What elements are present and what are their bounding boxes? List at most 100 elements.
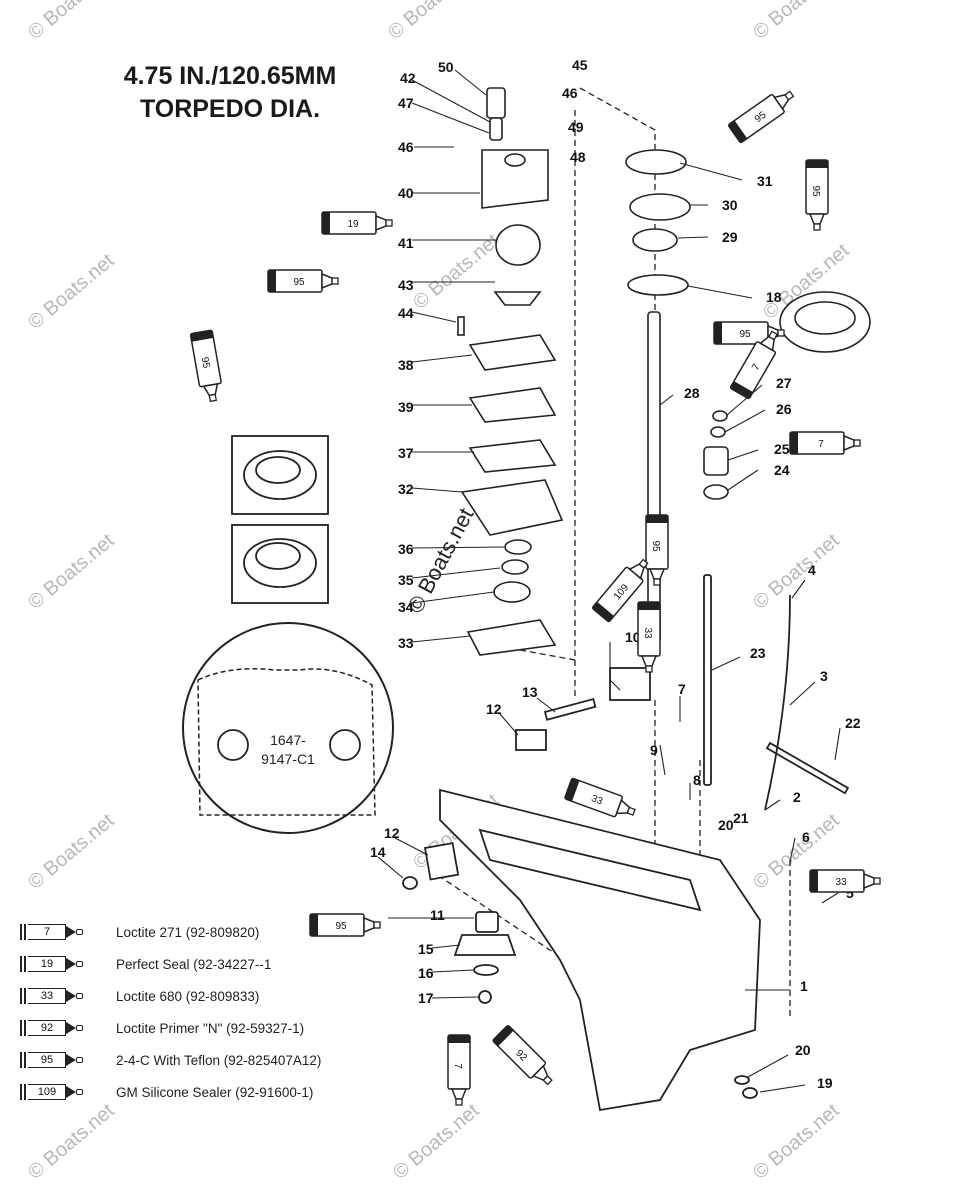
callout-number: 38	[398, 357, 414, 373]
callout-number: 9	[650, 742, 658, 758]
legend-row: 109 GM Silicone Sealer (92-91600-1)	[20, 1076, 460, 1108]
callout-number: 16	[418, 965, 434, 981]
part-25-fitting	[703, 446, 729, 476]
part-16-washer	[473, 964, 499, 976]
sealant-tube-icon: 95	[20, 1051, 84, 1069]
legend-code: 19	[40, 958, 54, 970]
callout-number: 31	[757, 173, 773, 189]
callout-number: 29	[722, 229, 738, 245]
watermark: © Boats.net	[409, 229, 504, 313]
sealant-tube-icon: 109	[20, 1083, 84, 1101]
callout-number: 17	[418, 990, 434, 1006]
part-24-oring	[703, 484, 729, 500]
title-line-2: TORPEDO DIA.	[139, 95, 321, 123]
sealant-tube-icon: 95	[645, 514, 669, 586]
part-1-housing	[439, 788, 761, 1112]
gear-housing	[402, 574, 850, 1112]
part-38-gasket	[468, 334, 557, 371]
sealant-tube-code: 95	[739, 329, 751, 340]
legend-text: 2-4-C With Teflon (92-825407A12)	[116, 1052, 322, 1068]
callout-number: 40	[398, 185, 414, 201]
watermark: © Boats.net	[749, 1099, 844, 1183]
callout-number: 6	[802, 829, 810, 845]
callout-number: 47	[398, 95, 414, 111]
sealant-tube-icon: 33	[809, 869, 881, 893]
sealant-tube-icon: 19	[321, 211, 393, 235]
part-29-bearing	[632, 228, 678, 252]
page-title: 4.75 IN./120.65MM TORPEDO DIA.	[70, 60, 390, 126]
legend-code: 95	[40, 1054, 54, 1066]
callout-number: 21	[733, 810, 749, 826]
watermark: © Boats.net	[24, 249, 119, 333]
part-33-gasket	[466, 619, 557, 656]
legend-row: 92 Loctite Primer "N" (92-59327-1)	[20, 1012, 460, 1044]
callout-number: 14	[370, 844, 386, 860]
watermark: © Boats.net	[749, 0, 844, 44]
callout-number: 42	[400, 70, 416, 86]
callout-number: 46	[562, 85, 578, 101]
sealant-tube-icon: 7	[20, 923, 84, 941]
callout-number: 25	[774, 441, 790, 457]
watermark: © Boats.net	[389, 1099, 484, 1183]
leader-lines	[377, 69, 841, 1093]
part-11-bearing	[475, 911, 499, 933]
part-20-washer	[734, 1075, 750, 1085]
legend-code: 109	[37, 1086, 57, 1098]
callout-number: 23	[750, 645, 766, 661]
sealant-tube-code: 33	[835, 877, 847, 888]
callout-number: 12	[486, 701, 502, 717]
callout-number: 33	[398, 635, 414, 651]
sealant-tube-code: 95	[810, 185, 821, 197]
inset-detail: 1647- 9147-C1	[182, 622, 394, 834]
sealant-tube-icon: 95	[309, 913, 381, 937]
sealant-tube-code: 7	[452, 1063, 463, 1069]
sealant-tube-icon: 7	[729, 330, 779, 400]
callout-number: 24	[774, 462, 790, 478]
callout-number: 8	[693, 772, 701, 788]
sealant-tube-code: 33	[642, 627, 653, 639]
part-39-face-plate	[468, 387, 557, 423]
callout-number: 13	[522, 684, 538, 700]
legend-text: Loctite 271 (92-809820)	[116, 924, 260, 940]
sealant-tube-code: 95	[335, 921, 347, 932]
callout-number: 39	[398, 399, 414, 415]
part-32-base	[460, 479, 564, 536]
callout-number: 4	[808, 562, 816, 578]
watermark: © Boats.net	[749, 529, 844, 613]
part-13-bolt	[543, 697, 597, 721]
sealant-tube-icon: 92	[20, 1019, 84, 1037]
watermark: © Boats.net	[24, 0, 119, 44]
part-26-washer	[710, 426, 726, 438]
sealant-tube-icon: 33	[20, 987, 84, 1005]
sealant-tube-code: 95	[650, 540, 661, 552]
part-31-seal	[625, 149, 687, 175]
sealant-tube-icon: 95	[805, 159, 829, 231]
part-3-cable	[764, 594, 791, 811]
callout-number: 12	[384, 825, 400, 841]
part-43-impeller	[493, 291, 542, 306]
part-27-nut	[712, 410, 728, 422]
callout-number: 27	[776, 375, 792, 391]
legend-row: 95 2-4-C With Teflon (92-825407A12)	[20, 1044, 460, 1076]
part-36-seal	[504, 539, 532, 555]
callout-number: 5	[846, 885, 854, 901]
callout-number: 26	[776, 401, 792, 417]
sealant-tube-icon: 95	[713, 321, 785, 345]
water-pump-parts	[457, 87, 564, 656]
callout-number: 36	[398, 541, 414, 557]
callout-number: 37	[398, 445, 414, 461]
part-18-shim	[627, 274, 689, 296]
part-22-stud	[765, 741, 850, 795]
callout-number: 30	[722, 197, 738, 213]
watermark: © Boats.net	[24, 809, 119, 893]
part-44-key	[457, 316, 465, 336]
part-19-screw	[742, 1087, 758, 1099]
legend-code: 92	[40, 1022, 54, 1034]
part-17-nut	[478, 990, 492, 1004]
watermark: © Boats.net	[384, 0, 479, 44]
callout-number: 45	[572, 57, 588, 73]
callout-number: 46	[398, 139, 414, 155]
part-50-sleeve	[486, 87, 506, 119]
sealant-tube-icon: 33	[564, 777, 636, 818]
